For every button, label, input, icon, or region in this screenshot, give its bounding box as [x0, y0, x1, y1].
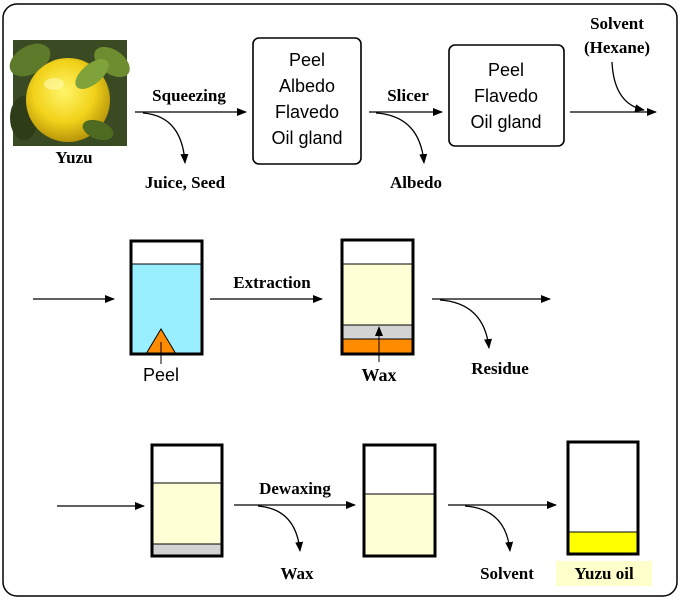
extract-vessel	[340, 238, 415, 356]
arrow-solvent-out	[464, 505, 514, 552]
extract-with-wax-vessel	[150, 443, 224, 558]
albedo-label: Albedo	[390, 173, 442, 192]
squeezing-label: Squeezing	[152, 86, 226, 105]
sliced-peel-box	[448, 44, 565, 147]
box2-line-flavedo: Flavedo	[474, 86, 538, 106]
arrow-albedo	[375, 112, 428, 164]
yuzu-oil-fill	[568, 531, 638, 555]
peel-components-box	[252, 37, 362, 165]
arrow-residue	[439, 299, 492, 349]
box2-line-oil-gland: Oil gland	[470, 112, 541, 132]
yuzu-oil-label-bg	[556, 561, 652, 586]
slicer-label: Slicer	[387, 86, 429, 105]
yuzu-label: Yuzu	[55, 148, 92, 167]
wax-out-label: Wax	[280, 564, 314, 583]
hexane-label: (Hexane)	[584, 38, 650, 57]
box1-line-flavedo: Flavedo	[275, 102, 339, 122]
box1-line-oil-gland: Oil gland	[271, 128, 342, 148]
box2-line-peel: Peel	[488, 60, 524, 80]
juice-seed-label: Juice, Seed	[145, 173, 226, 192]
box1-line-peel: Peel	[289, 50, 325, 70]
wax-bottom-layer	[152, 543, 222, 557]
solvent-out-label: Solvent	[480, 564, 534, 583]
yuzu-oil-label: Yuzu oil	[574, 564, 634, 583]
extraction-vessel	[129, 239, 204, 356]
solvent-label: Solvent	[590, 14, 644, 33]
arrow-wax-out	[257, 505, 304, 552]
wax-vessel-label: Wax	[361, 365, 396, 385]
box1-line-albedo: Albedo	[279, 76, 335, 96]
dewaxing-label: Dewaxing	[259, 479, 331, 498]
dewaxed-fill	[365, 494, 434, 556]
yuzu-oil-vessel	[566, 440, 640, 556]
peel-vessel-label: Peel	[143, 365, 179, 385]
residue-label: Residue	[471, 359, 529, 378]
residue-layer	[342, 338, 413, 354]
yuzu-photo	[9, 40, 130, 146]
extract-fill-2	[153, 483, 221, 544]
extraction-label: Extraction	[233, 273, 311, 292]
dewaxed-extract-vessel	[362, 443, 437, 558]
outer-frame	[2, 3, 678, 597]
arrow-solvent-in	[611, 61, 645, 113]
wax-layer	[342, 324, 413, 340]
arrow-juice-seed	[142, 112, 189, 164]
extract-fill	[343, 264, 412, 325]
